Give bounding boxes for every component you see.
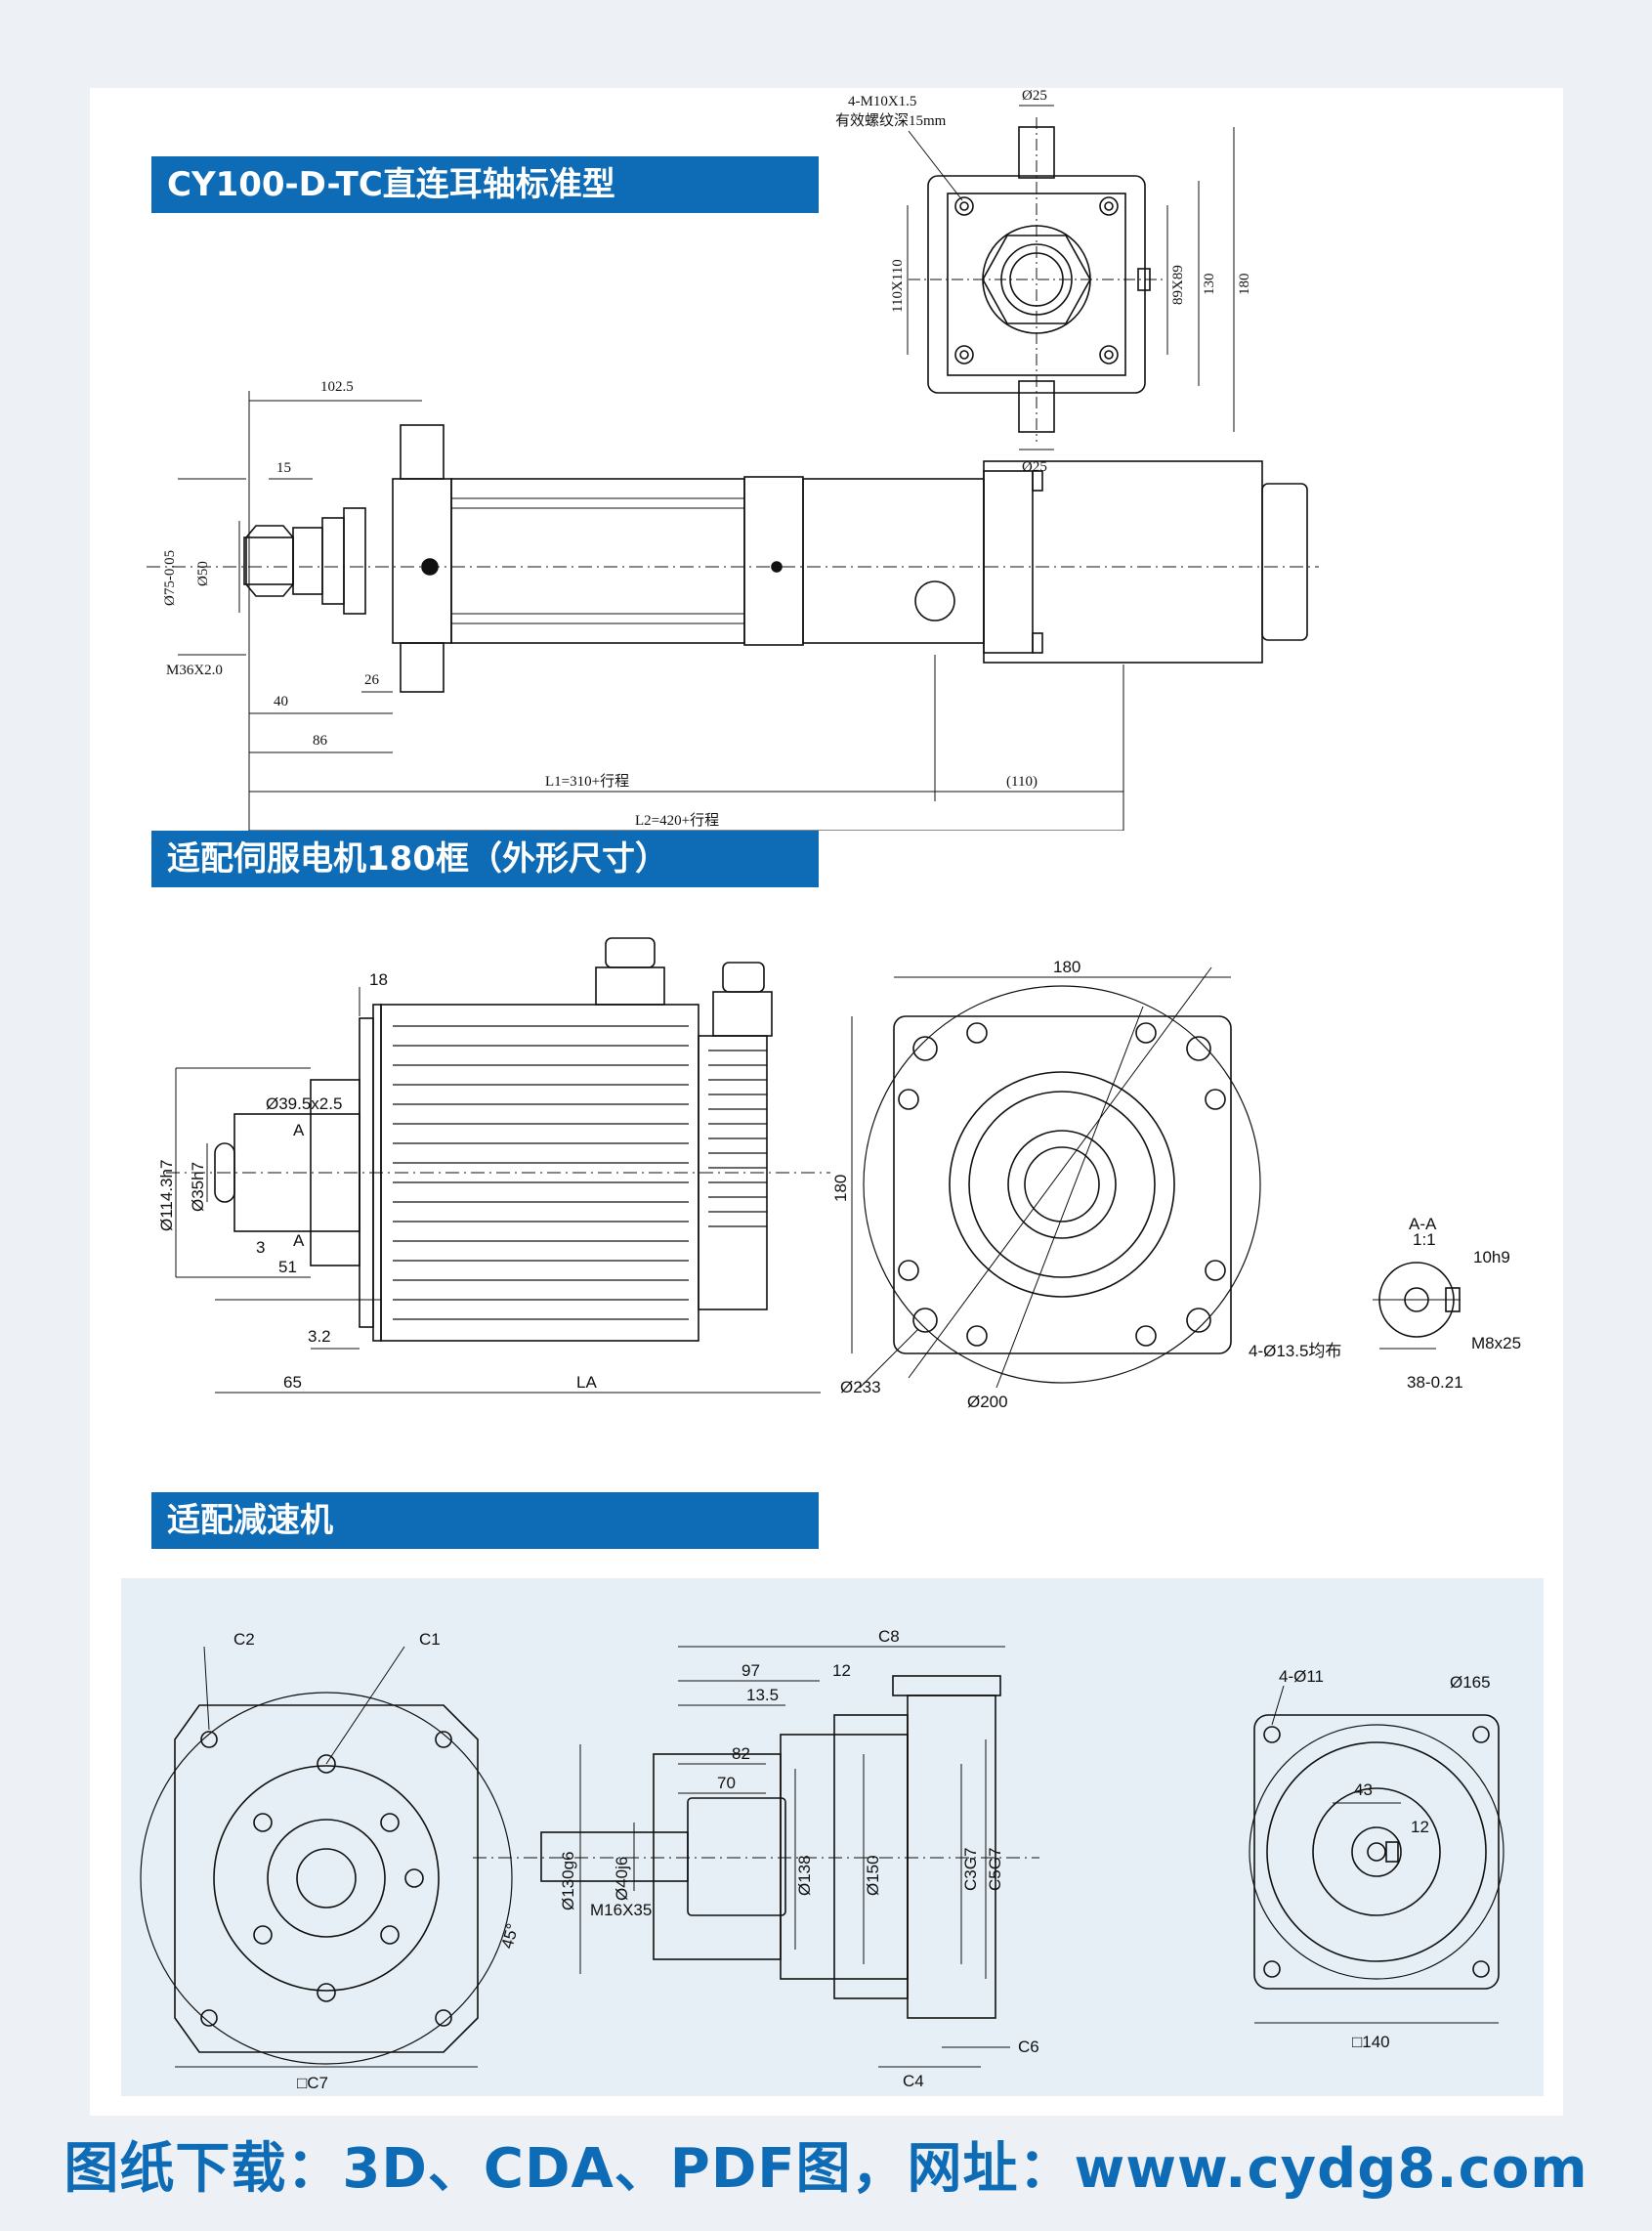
dim-3-2: 3.2: [308, 1327, 331, 1346]
dim-102-5: 102.5: [320, 379, 354, 395]
servo-motor-drawing: 18 Ø39.5x2.5 A Ø114.3h7 Ø35h7 3 A 51 3.2…: [147, 919, 1534, 1427]
dim-13-5: 13.5: [746, 1686, 779, 1704]
dim-la: LA: [576, 1373, 597, 1392]
dim-233: Ø233: [840, 1378, 881, 1396]
section-title-reducer: 适配减速机: [151, 1492, 819, 1549]
dim-m8: M8x25: [1471, 1334, 1521, 1352]
dim-15: 15: [276, 460, 291, 476]
thread-note-1: 4-M10X1.5: [848, 94, 916, 109]
dim-sq140: □140: [1352, 2033, 1390, 2051]
actuator-drawing: 4-M10X1.5 有效螺纹深15mm Ø25 Ø25 110X110 89X8…: [147, 88, 1465, 831]
dim-40j6: Ø40j6: [613, 1857, 631, 1901]
dim-c4: C4: [903, 2072, 924, 2090]
dim-18: 18: [369, 970, 388, 989]
section-aa-view: [1373, 1262, 1461, 1350]
dim-65: 65: [283, 1373, 302, 1392]
dim-c3g7: C3G7: [961, 1848, 980, 1891]
dim-m16: M16X35: [590, 1901, 652, 1919]
section-aa-title: A-A: [1409, 1215, 1437, 1233]
thread-note-2: 有效螺纹深15mm: [835, 112, 947, 129]
dim-110: 110X110: [890, 259, 906, 313]
dim-130g6: Ø130g6: [559, 1852, 577, 1911]
dim-dia-75: Ø75-0.05: [162, 550, 178, 606]
dim-holes-13-5: 4-Ø13.5均布: [1249, 1342, 1341, 1360]
motor-side-view: [166, 937, 830, 1394]
dim-c5g7: C5G7: [986, 1848, 1004, 1891]
dim-138: Ø138: [795, 1855, 814, 1896]
section-aa-scale: 1:1: [1413, 1230, 1436, 1249]
dim-110-paren: (110): [1006, 774, 1038, 790]
dim-angle-45: 45°: [498, 1921, 523, 1951]
dim-165: Ø165: [1450, 1673, 1491, 1692]
dim-3: 3: [256, 1238, 265, 1257]
motor-front-view: [851, 966, 1261, 1389]
dim-39-5: Ø39.5x2.5: [266, 1094, 342, 1113]
dim-m36: M36X2.0: [166, 663, 223, 678]
dim-150: Ø150: [864, 1855, 882, 1896]
section-title-actuator: CY100-D-TC直连耳轴标准型: [151, 156, 819, 213]
dim-86: 86: [313, 733, 328, 749]
dim-38: 38-0.21: [1407, 1373, 1463, 1392]
section-marker-a-top: A: [293, 1121, 305, 1139]
dim-26: 26: [364, 672, 380, 688]
dim-180-width: 180: [1053, 958, 1080, 976]
dim-dia-50: Ø50: [195, 561, 211, 586]
actuator-side-view: [147, 391, 1319, 831]
reducer-left-view: [140, 1646, 513, 2068]
dim-c8: C8: [878, 1627, 900, 1646]
dim-51: 51: [278, 1258, 297, 1276]
dim-l1: L1=310+行程: [545, 773, 629, 790]
dim-c6: C6: [1018, 2038, 1039, 2056]
download-footer: 图纸下载：3D、CDA、PDF图，网址：www.cydg8.com: [64, 2137, 1588, 2201]
dim-l2: L2=420+行程: [635, 812, 719, 829]
actuator-top-view: [907, 105, 1235, 450]
reducer-right-view: [1249, 1685, 1504, 2024]
dim-key-10h9: 10h9: [1473, 1248, 1510, 1266]
section-marker-a-bottom: A: [293, 1231, 305, 1250]
dim-dia-top: Ø25: [1022, 88, 1047, 104]
dim-c2: C2: [233, 1630, 255, 1649]
dim-35h7: Ø35h7: [189, 1162, 207, 1212]
dim-43: 43: [1354, 1781, 1373, 1799]
dim-180-height: 180: [831, 1175, 850, 1202]
reducer-side-view: [473, 1646, 1039, 2068]
reducer-panel: C2 C1 □C7 45° C8 97 12 13.5 82 70 Ø130g: [121, 1578, 1544, 2096]
dim-70: 70: [717, 1774, 736, 1792]
dim-holes-11: 4-Ø11: [1279, 1667, 1324, 1686]
dim-114-3: Ø114.3h7: [157, 1160, 176, 1231]
dim-c1: C1: [419, 1630, 441, 1649]
dim-89: 89X89: [1170, 265, 1186, 305]
dim-82: 82: [732, 1744, 750, 1763]
dim-180: 180: [1237, 274, 1252, 296]
dim-200: Ø200: [967, 1393, 1008, 1411]
dim-12-right: 12: [1411, 1818, 1429, 1836]
section-title-servo-motor: 适配伺服电机180框（外形尺寸）: [151, 831, 819, 887]
dim-130: 130: [1202, 274, 1217, 296]
dim-97: 97: [741, 1661, 760, 1680]
dim-c7: □C7: [297, 2074, 328, 2092]
dim-12: 12: [832, 1661, 851, 1680]
dim-40: 40: [274, 694, 288, 709]
